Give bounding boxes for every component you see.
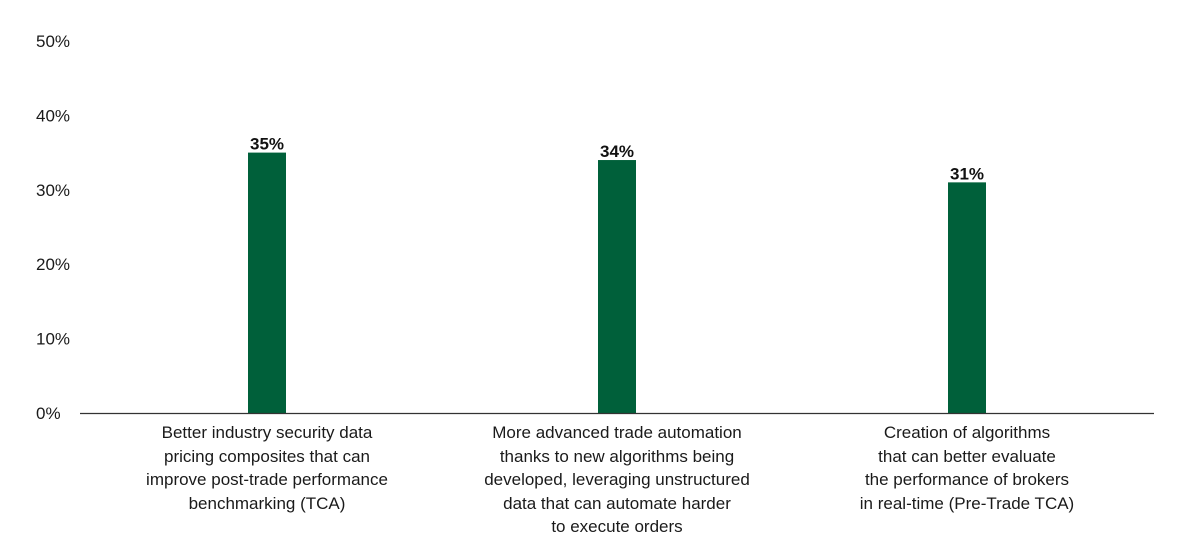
x-category-label-line: that can better evaluate <box>878 446 1056 466</box>
x-category-label-line: More advanced trade automation <box>492 423 742 442</box>
y-tick-label: 50% <box>36 32 70 51</box>
x-category-label-line: in real-time (Pre-Trade TCA) <box>859 493 1075 513</box>
data-label: 35% <box>250 135 284 154</box>
x-category-label-line: to execute orders <box>551 517 683 536</box>
x-category-label-line: developed, leveraging unstructured <box>484 470 750 489</box>
x-category-label-line: pricing composites that can <box>164 446 370 466</box>
x-category-label: Better industry security data pricing com… <box>117 421 417 515</box>
bar <box>598 160 636 413</box>
y-tick-label: 40% <box>36 106 70 125</box>
y-tick-label: 20% <box>36 255 70 274</box>
y-tick-label: 10% <box>36 330 70 349</box>
data-label: 34% <box>600 142 634 161</box>
bar <box>948 182 986 413</box>
x-category-label: More advanced trade automation thanks to … <box>467 421 767 539</box>
x-category-label-line: Creation of algorithms <box>883 423 1051 442</box>
bar <box>248 152 286 413</box>
x-category-label-line: Better industry security data <box>161 423 373 442</box>
y-tick-label: 0% <box>36 404 61 423</box>
x-category-label-line: benchmarking (TCA) <box>188 493 346 513</box>
x-category-label-line: improve post-trade performance <box>146 470 388 489</box>
x-category-label-line: thanks to new algorithms being <box>499 446 735 466</box>
x-category-label: Creation of algorithms that can better ev… <box>817 421 1117 515</box>
data-label: 31% <box>950 164 984 183</box>
y-tick-label: 30% <box>36 181 70 200</box>
x-category-label-line: data that can automate harder <box>503 493 731 513</box>
x-category-label-line: the performance of brokers <box>864 470 1070 489</box>
